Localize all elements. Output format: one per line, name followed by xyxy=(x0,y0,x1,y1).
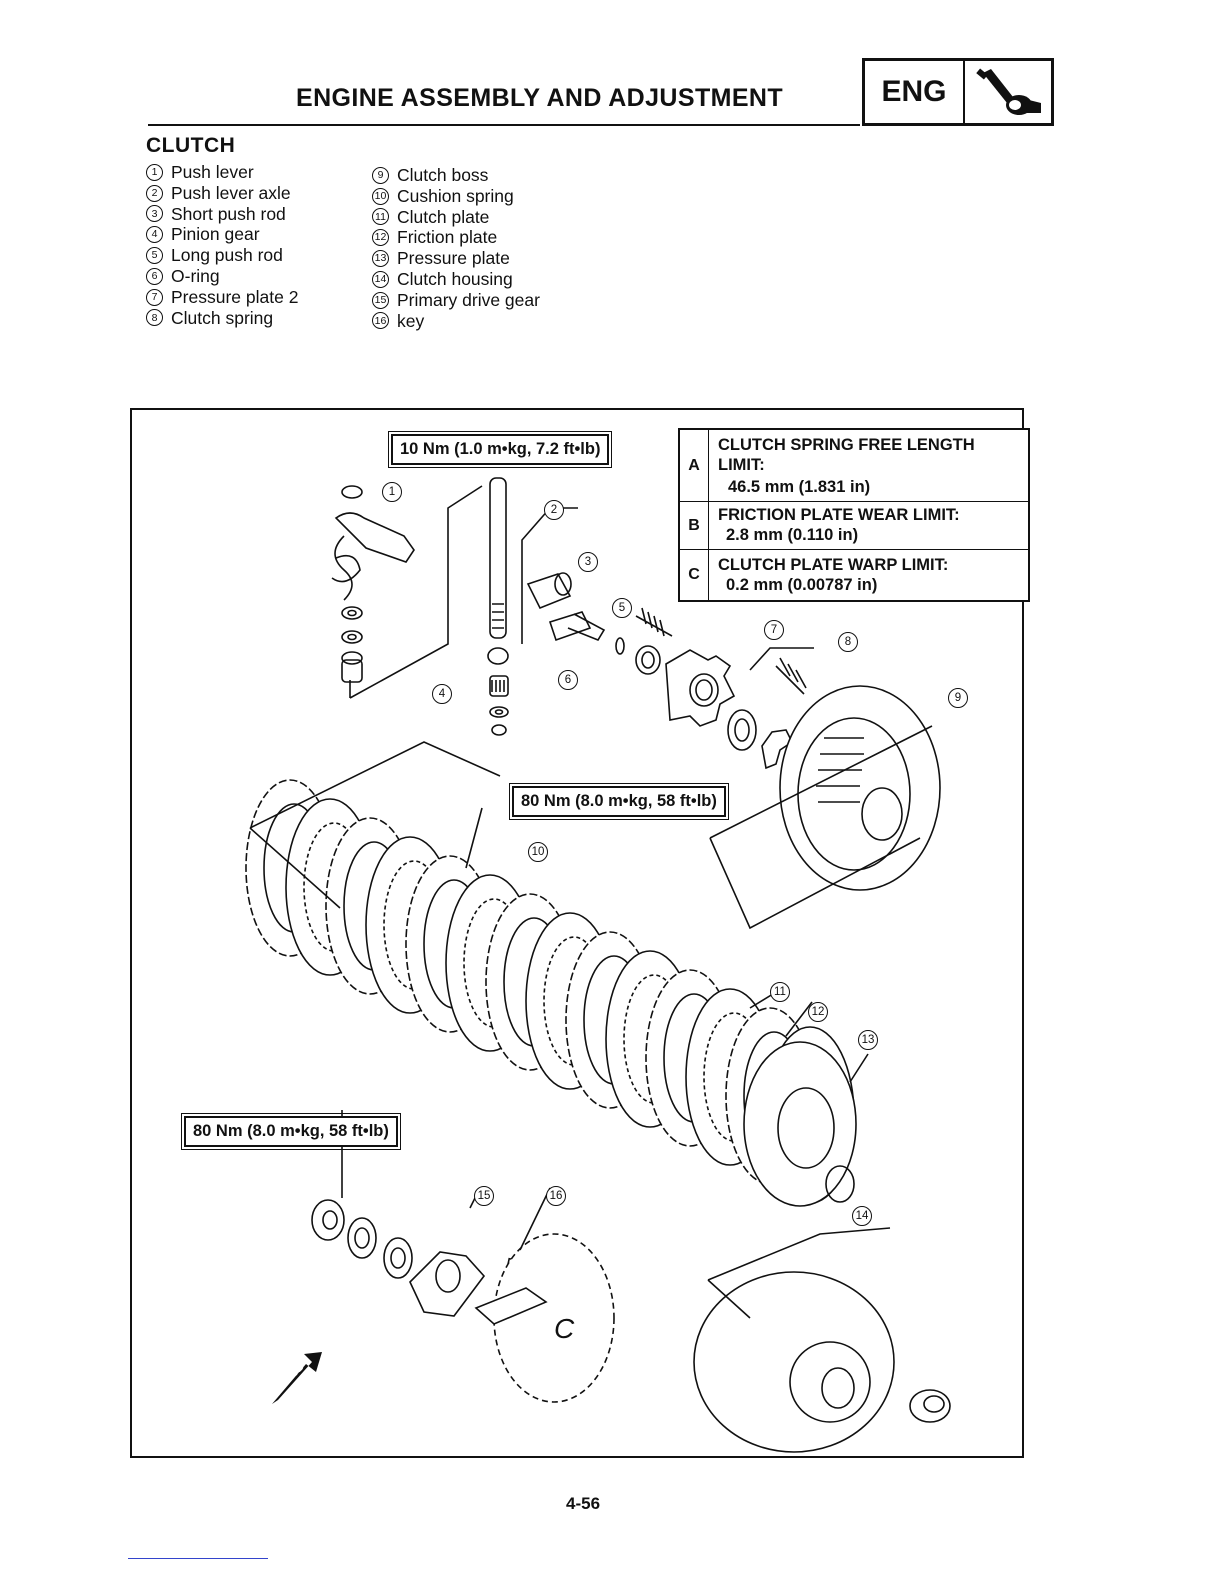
part-name: Pinion gear xyxy=(171,224,260,245)
list-item: 14 Clutch housing xyxy=(372,269,540,290)
part-name: Push lever xyxy=(171,162,254,182)
header-rule xyxy=(148,124,860,126)
callout-number: 13 xyxy=(372,250,389,268)
service-limits-table: A CLUTCH SPRING FREE LENGTH LIMIT: 46.5 … xyxy=(678,428,1030,602)
list-item: 13 Pressure plate xyxy=(372,248,540,269)
spec-letter: A xyxy=(680,430,709,501)
part-name: Clutch boss xyxy=(397,165,489,185)
list-item: 15 Primary drive gear xyxy=(372,290,540,311)
callout-7: 7 xyxy=(764,620,784,640)
callout-4: 4 xyxy=(432,684,452,704)
callout-number: 9 xyxy=(372,166,389,184)
spec-line: CLUTCH SPRING FREE LENGTH xyxy=(718,436,975,454)
section-badge: ENG xyxy=(862,58,1054,126)
exploded-diagram-frame xyxy=(130,408,1024,1458)
callout-15: 15 xyxy=(474,1186,494,1206)
list-item: 3 Short push rod xyxy=(146,204,298,225)
parts-list-left: 1 Push lever 2 Push lever axle 3 Short push… xyxy=(146,162,298,328)
list-item: 7 Pressure plate 2 xyxy=(146,287,298,308)
list-item: 4 Pinion gear xyxy=(146,224,298,245)
torque-spec-bottom: 80 Nm (8.0 m•kg, 58 ft•lb) xyxy=(181,1113,401,1150)
part-name: Pressure plate 2 xyxy=(171,286,299,307)
callout-number: 7 xyxy=(146,288,163,306)
list-item: 9 Clutch boss xyxy=(372,165,540,186)
list-item: 6 O-ring xyxy=(146,266,298,287)
list-item: 2 Push lever axle xyxy=(146,183,298,204)
spec-value: 0.2 mm (0.00787 in) xyxy=(726,576,878,594)
callout-6: 6 xyxy=(558,670,578,690)
spec-value: 2.8 mm (0.110 in) xyxy=(726,526,859,544)
list-item: 11 Clutch plate xyxy=(372,207,540,228)
table-row: C CLUTCH PLATE WARP LIMIT: 0.2 mm (0.007… xyxy=(680,550,1028,600)
callout-8: 8 xyxy=(838,632,858,652)
spec-line: LIMIT: xyxy=(718,456,765,474)
spec-value: 46.5 mm (1.831 in) xyxy=(728,478,871,496)
part-name: key xyxy=(397,310,425,331)
part-name: O-ring xyxy=(171,265,220,286)
table-row: B FRICTION PLATE WEAR LIMIT: 2.8 mm (0.1… xyxy=(680,502,1028,550)
callout-16: 16 xyxy=(546,1186,566,1206)
list-item: 1 Push lever xyxy=(146,162,298,183)
list-item: 12 Friction plate xyxy=(372,227,540,248)
page-header-title: ENGINE ASSEMBLY AND ADJUSTMENT xyxy=(296,84,784,112)
section-title: CLUTCH xyxy=(146,134,236,157)
part-name: Long push rod xyxy=(171,245,283,266)
callout-number: 1 xyxy=(146,163,163,181)
callout-number: 16 xyxy=(372,312,389,330)
fwd-arrow-icon: FWD xyxy=(272,1352,322,1404)
table-row: A CLUTCH SPRING FREE LENGTH LIMIT: 46.5 … xyxy=(680,430,1028,502)
part-name: Clutch housing xyxy=(397,268,513,289)
part-name: Clutch plate xyxy=(397,206,490,227)
engine-wrench-icon xyxy=(976,68,1041,115)
clutch-exploded-diagram: FWD C xyxy=(245,477,951,1453)
callout-1: 1 xyxy=(382,482,402,502)
list-item: 10 Cushion spring xyxy=(372,186,540,207)
callout-number: 4 xyxy=(146,226,163,244)
parts-list-right: 9 Clutch boss 10 Cushion spring 11 Clutch p… xyxy=(372,165,540,331)
callout-number: 2 xyxy=(146,184,163,202)
callout-12: 12 xyxy=(808,1002,828,1022)
callout-3: 3 xyxy=(578,552,598,572)
callout-10: 10 xyxy=(528,842,548,862)
torque-spec-middle: 80 Nm (8.0 m•kg, 58 ft•lb) xyxy=(509,783,729,820)
spec-line: CLUTCH PLATE WARP LIMIT: xyxy=(718,556,949,574)
callout-number: 6 xyxy=(146,267,163,285)
callout-9: 9 xyxy=(948,688,968,708)
spec-letter: B xyxy=(680,502,709,549)
callout-number: 10 xyxy=(372,187,389,205)
callout-11: 11 xyxy=(770,982,790,1002)
part-name: Primary drive gear xyxy=(397,289,540,310)
part-name: Friction plate xyxy=(397,227,498,248)
spec-letter: C xyxy=(680,550,709,600)
part-name: Short push rod xyxy=(171,203,286,224)
part-name: Pressure plate xyxy=(397,248,510,269)
list-item: 5 Long push rod xyxy=(146,245,298,266)
callout-2: 2 xyxy=(544,500,564,520)
page-number: 4-56 xyxy=(566,1494,601,1513)
footer-rule xyxy=(128,1558,268,1559)
callout-5: 5 xyxy=(612,598,632,618)
callout-number: 12 xyxy=(372,229,389,247)
part-name: Push lever axle xyxy=(171,182,291,203)
gear-c-mark: C xyxy=(554,1313,575,1344)
callout-14: 14 xyxy=(852,1206,872,1226)
callout-13: 13 xyxy=(858,1030,878,1050)
list-item: 16 key xyxy=(372,311,540,332)
spec-line: FRICTION PLATE WEAR LIMIT: xyxy=(718,506,960,524)
callout-number: 8 xyxy=(146,309,163,327)
torque-spec-top: 10 Nm (1.0 m•kg, 7.2 ft•lb) xyxy=(387,431,613,468)
section-badge-label: ENG xyxy=(865,61,965,123)
part-name: Clutch spring xyxy=(171,307,274,328)
fwd-label: FWD xyxy=(278,1359,307,1388)
part-name: Cushion spring xyxy=(397,185,514,206)
callout-number: 14 xyxy=(372,270,389,288)
callout-number: 3 xyxy=(146,205,163,223)
callout-number: 5 xyxy=(146,247,163,265)
callout-number: 15 xyxy=(372,291,389,309)
callout-number: 11 xyxy=(372,208,389,226)
list-item: 8 Clutch spring xyxy=(146,308,298,329)
